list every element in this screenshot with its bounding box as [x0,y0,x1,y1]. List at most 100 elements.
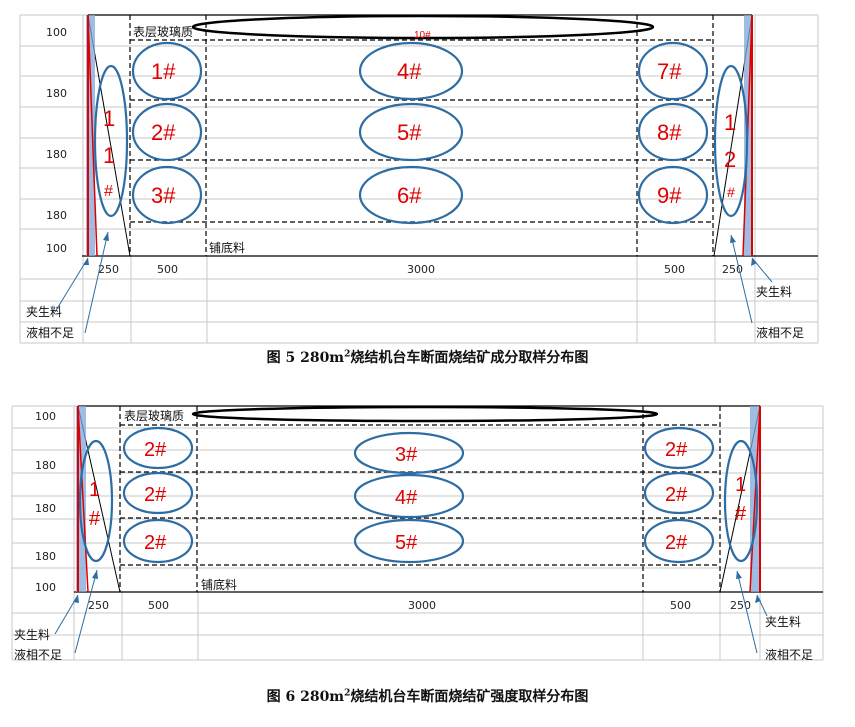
row-label: 100 [35,581,56,594]
caption-text: 烧结机台车断面烧结矿强度取样分布图 [350,689,589,705]
sample-ellipse [643,518,715,564]
caption-superscript: 2 [344,688,351,699]
col-label: 500 [670,599,691,612]
col-label: 500 [664,263,685,276]
sample-ellipse [643,426,715,470]
col-label: 500 [157,263,178,276]
right-wall-label: # [727,184,735,200]
sample-ellipse [353,473,465,519]
col-label: 3000 [407,263,435,276]
sample-label: 8# [657,120,682,145]
annotation-arrowheads [73,570,761,603]
right-wall-label: 1 [724,110,736,135]
sample-label: 4# [397,59,422,84]
left-wall-label: # [104,183,113,200]
left-wall-label: 1 [103,106,115,131]
left-wall-ellipse [93,64,129,218]
sample-label: 4# [395,487,418,509]
bed-layer-label: 铺底料 [201,577,237,592]
col-label: 500 [148,599,169,612]
liquid-phase-note: 液相不足 [14,647,62,662]
figure-6-diagram: 100 180 180 180 100 250 500 3000 500 250… [11,405,824,662]
right-wall-ellipse [723,439,759,563]
surface-glass-label: 表层玻璃质 [124,409,184,423]
sampling-grid [129,15,714,256]
figure-6-caption: 图 6 280m2烧结机台车断面烧结矿强度取样分布图 [0,686,855,706]
sample-ellipse [122,518,194,564]
sample-label: 7# [657,59,682,84]
caption-superscript: 2 [344,349,351,360]
col-label: 250 [88,599,109,612]
sample-label: 9# [657,183,682,208]
col-label: 250 [722,263,743,276]
row-label: 180 [35,459,56,472]
sample-ellipse [353,518,465,564]
row-label: 100 [35,410,56,423]
caption-text: 烧结机台车断面烧结矿成分取样分布图 [350,350,589,366]
figure-6: 100 180 180 180 100 250 500 3000 500 250… [0,398,855,668]
row-label: 180 [46,148,67,161]
sample-label: 2# [151,120,176,145]
row-label: 180 [46,209,67,222]
surface-glass-ellipse [191,14,655,40]
left-wall-ellipse [78,439,114,563]
caption-prefix: 图 5 280m [266,350,345,366]
left-wall-label: 1 [103,143,115,168]
sample-ellipse [358,102,464,162]
surface-glass-ellipse [191,405,659,423]
annotation-leaders [54,231,773,334]
sample-label: 2# [144,484,167,506]
sample-ellipse [637,165,709,225]
sample-label: 5# [395,532,418,554]
right-wall-ellipse [713,64,749,218]
sample-ellipse [358,41,464,101]
sample-ellipse [358,165,464,225]
sample-label: 1# [151,59,176,84]
right-wall-label: 2 [724,147,736,172]
unfused-material-note: 夹生料 [765,615,801,629]
left-wall-label: # [89,508,101,530]
sample-label: 3# [395,444,418,466]
pallet-cross-section [82,14,818,257]
sample-label: 5# [397,120,422,145]
figure-5-diagram: 100 180 180 180 100 250 500 3000 500 250… [19,14,819,344]
row-label: 180 [35,550,56,563]
sample-ellipses [78,426,759,564]
sample-ellipse [131,41,203,101]
sample-label: 2# [144,532,167,554]
left-wall-label: 1 [89,479,100,501]
sampling-grid [119,406,721,592]
sample-label: 2# [665,484,688,506]
figure-5: 100 180 180 180 100 250 500 3000 500 250… [0,0,855,345]
sample-ellipse [637,102,709,162]
sample-label: 3# [151,183,176,208]
sample-label: 6# [397,183,422,208]
caption-prefix: 图 6 280m [266,689,345,705]
surface-glass-label: 表层玻璃质 [133,25,193,39]
liquid-phase-note: 液相不足 [756,325,804,340]
unfused-material-note: 夹生料 [756,285,792,299]
sample-labels: 2# 2# 2# 3# 4# 5# 2# 2# 2# 1 # 1 # [89,439,747,554]
row-label: 180 [46,87,67,100]
sample-ellipse [353,431,465,475]
sample-ellipse [122,471,194,515]
sample-label: 2# [144,439,167,461]
col-label: 250 [730,599,751,612]
bed-layer-label: 铺底料 [209,240,245,255]
right-wall-gutter [744,15,753,256]
top-sample-label: 10# [414,30,431,41]
sample-ellipse [643,471,715,515]
liquid-phase-note: 液相不足 [26,325,74,340]
unfused-material-note: 夹生料 [14,628,50,642]
row-label: 100 [46,26,67,39]
grid-lines [11,405,824,661]
sample-labels: 1# 2# 3# 4# 5# 6# 7# 8# 9# 1 1 # 1 2 # [103,59,736,208]
row-label: 100 [46,242,67,255]
sample-ellipse [122,426,194,470]
sample-ellipse [131,102,203,162]
pallet-cross-section [74,405,823,593]
right-wall-label: 1 [735,474,746,496]
sample-label: 2# [665,532,688,554]
unfused-material-note: 夹生料 [26,305,62,319]
sample-label: 2# [665,439,688,461]
